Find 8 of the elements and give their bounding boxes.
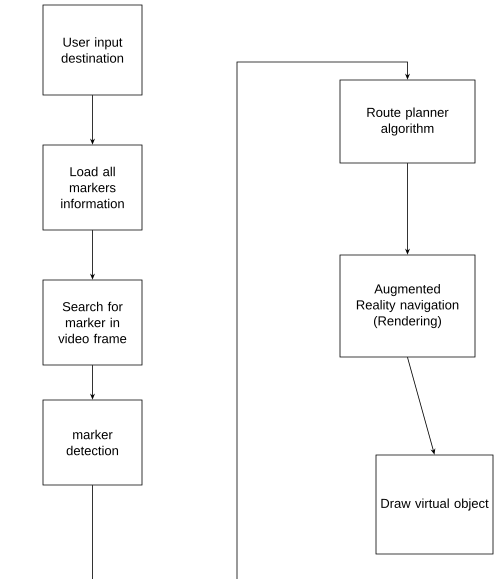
process-box: marker detection [42, 400, 142, 486]
arrow [236, 62, 410, 579]
process-box: Augmented Reality navigation (Rendering) [340, 254, 476, 358]
process-box: Search for marker in video frame [42, 280, 142, 366]
process-box: Route planner algorithm [340, 80, 476, 164]
process-box: Draw virtual object [376, 454, 494, 554]
process-box: User input destination [42, 4, 142, 96]
process-box: Load all markers information [42, 144, 142, 230]
